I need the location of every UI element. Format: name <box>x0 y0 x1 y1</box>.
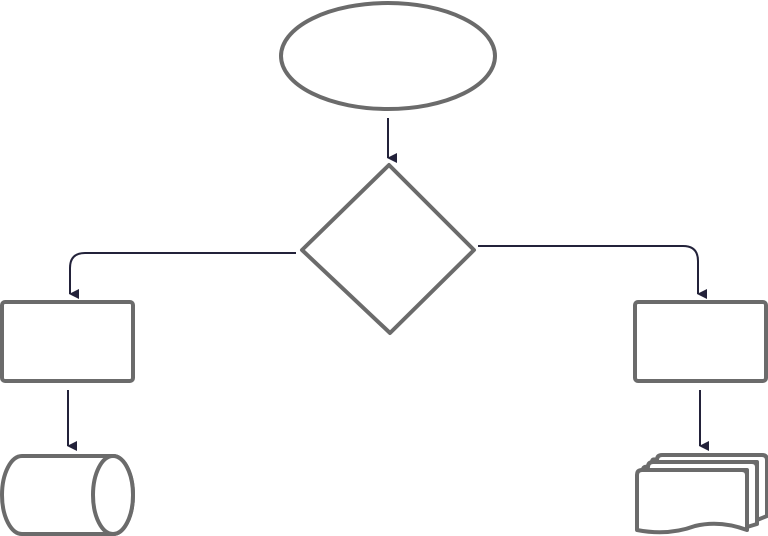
connector-decision-right <box>478 245 707 299</box>
connector-decision-left <box>69 252 296 299</box>
start-ellipse[interactable] <box>279 1 497 111</box>
multi-document-shape[interactable] <box>635 453 768 535</box>
database-cylinder[interactable] <box>0 454 135 536</box>
process-right-rect[interactable] <box>633 300 768 383</box>
decision-diamond[interactable] <box>300 163 476 335</box>
process-left-rect[interactable] <box>0 300 135 383</box>
